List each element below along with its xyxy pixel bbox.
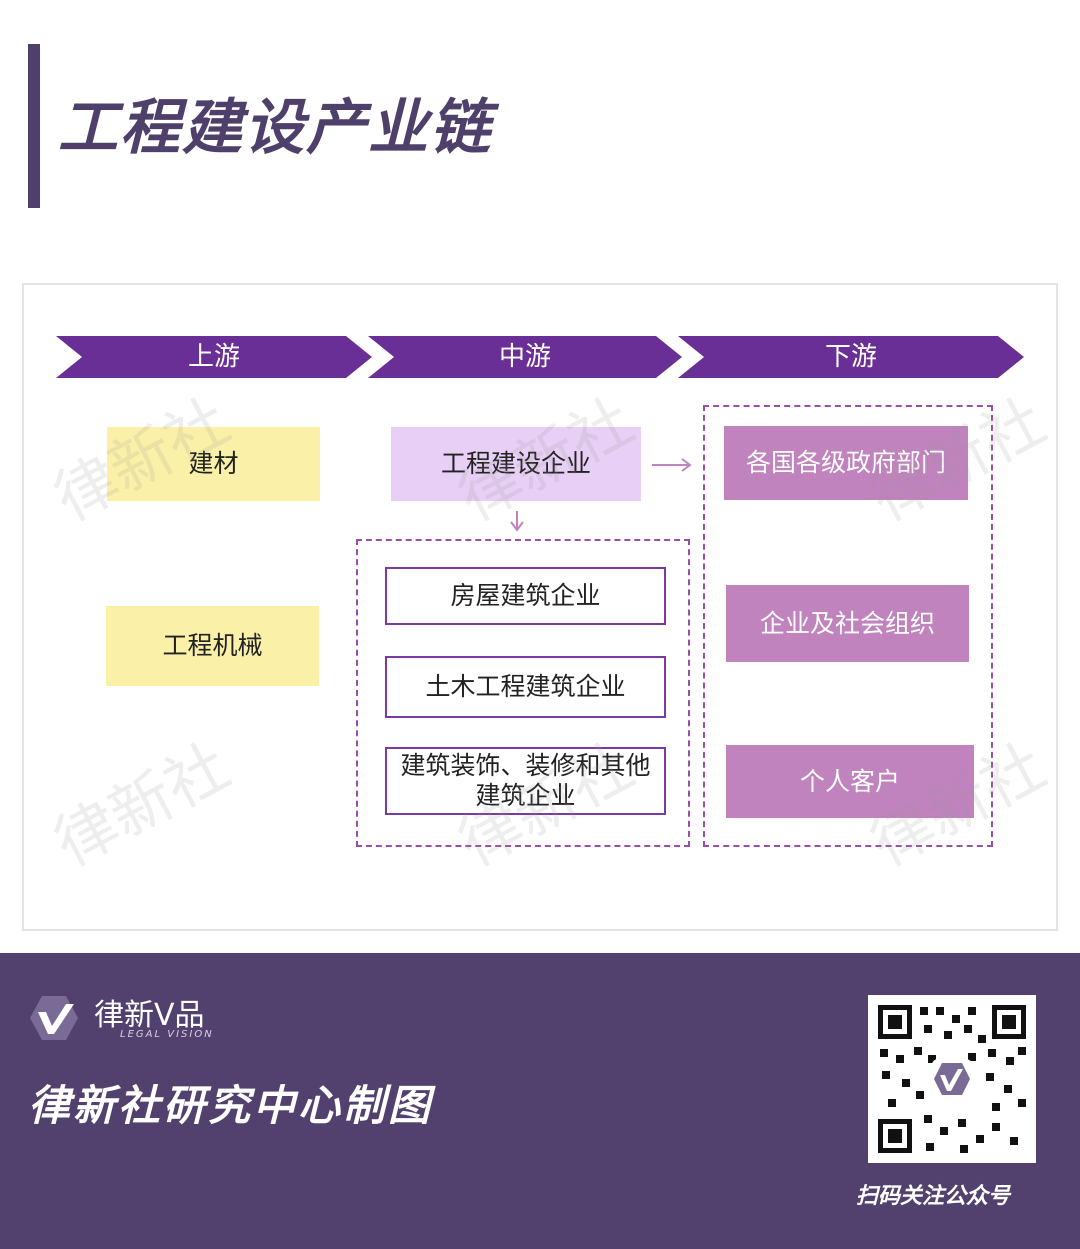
qr-caption: 扫码关注公众号 <box>856 1184 1011 1209</box>
brand-name: 律新V品 <box>94 998 205 1033</box>
qr-code <box>868 995 1036 1163</box>
page-title: 工程建设产业链 <box>58 93 492 163</box>
upstream-box-machinery: 工程机械 <box>106 606 319 686</box>
midstream-sub-housing: 房屋建筑企业 <box>385 567 666 625</box>
upstream-box-materials: 建材 <box>107 427 320 501</box>
qr-code-icon <box>878 1005 1026 1153</box>
midstream-sub-civil: 土木工程建筑企业 <box>385 656 666 718</box>
midstream-sub-decoration: 建筑装饰、装修和其他建筑企业 <box>385 747 666 815</box>
footer-caption: 律新社研究中心制图 <box>28 1081 434 1130</box>
stage-label-upstream: 上游 <box>187 342 240 372</box>
downstream-dashed-group <box>703 405 993 847</box>
downstream-box-enterprise: 企业及社会组织 <box>726 585 969 662</box>
brand-logo-icon <box>30 996 78 1040</box>
stage-label-midstream: 中游 <box>498 342 551 372</box>
stage-label-downstream: 下游 <box>824 342 877 372</box>
brand-subtitle: LEGAL VISION <box>120 1029 214 1040</box>
downstream-box-government: 各国各级政府部门 <box>724 426 968 500</box>
midstream-dashed-group <box>356 539 690 847</box>
midstream-main-box: 工程建设企业 <box>391 427 641 501</box>
title-accent-bar <box>28 44 40 208</box>
downstream-box-individual: 个人客户 <box>726 745 974 818</box>
